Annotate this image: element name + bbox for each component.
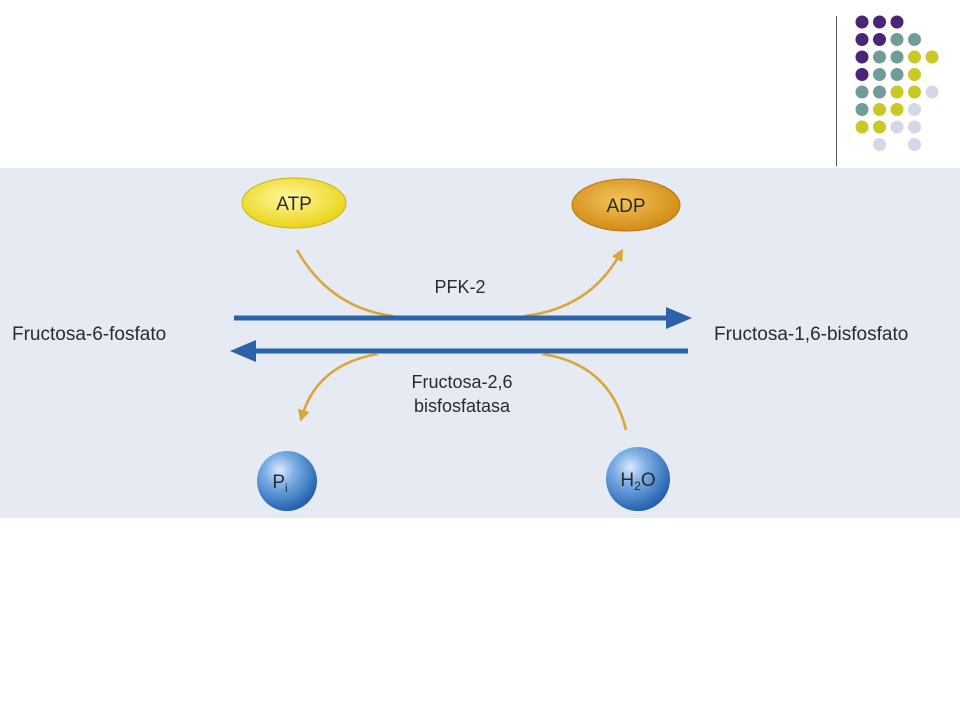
decorative-dot-grid [855,15,939,151]
atp-label: ATP [276,194,312,215]
substrate-label: Fructosa-6-fosfato [12,324,166,345]
pi-label: Pi [272,472,287,495]
decorative-dot [873,50,886,64]
adp-ellipse [571,178,681,232]
decorative-dot [925,85,939,99]
decorative-dot [908,138,921,151]
decorative-dot [890,103,904,116]
decorative-dot [908,85,921,99]
reverse-reaction-arrowhead [230,340,256,362]
decorative-dot [890,15,904,29]
atp-ellipse [241,177,347,229]
decorative-dot [855,15,869,29]
atp-consumption-arrow [295,249,394,318]
decorative-dot [908,50,921,64]
decorative-dot [873,15,886,29]
decorative-dot [908,103,921,116]
water-consumption-arrow [541,352,628,431]
decorative-dot [855,68,869,81]
decorative-dot [890,33,904,46]
pfk2-reaction-diagram: ATP ADP PFK-2 Fructosa-6-fosfato Fructos… [12,177,908,511]
forward-reaction-arrowhead [666,307,692,329]
decorative-dot [890,68,904,81]
diagram-panel: ATP ADP PFK-2 Fructosa-6-fosfato Fructos… [0,168,960,518]
decorative-dot [925,50,939,64]
decorative-dot [855,50,869,64]
decorative-dot [855,85,869,99]
decorative-dot [873,103,886,116]
pi-sphere [257,451,317,511]
forward-enzyme-label: PFK-2 [434,277,485,297]
decorative-dot [873,85,886,99]
decorative-dot [890,85,904,99]
decorative-dot [873,68,886,81]
adp-release-arrow [524,248,623,318]
decorative-dot [873,120,886,134]
water-sphere [606,447,670,511]
decorative-dot [908,120,921,134]
pi-release-arrow [298,352,379,422]
decorative-dot [890,120,904,134]
decorative-dot [855,103,869,116]
header-divider-line [836,16,837,166]
decorative-dot [890,50,904,64]
decorative-dot [873,33,886,46]
decorative-dot [908,33,921,46]
decorative-dot [908,68,921,81]
reverse-enzyme-label-line1: Fructosa-2,6 [411,372,512,392]
adp-label: ADP [606,196,645,217]
reverse-enzyme-label-line2: bisfosfatasa [414,396,511,416]
decorative-dot [873,138,886,151]
water-label: H2O [620,470,655,493]
decorative-dot [855,33,869,46]
product-label: Fructosa-1,6-bisfosfato [714,324,908,345]
decorative-dot [855,120,869,134]
